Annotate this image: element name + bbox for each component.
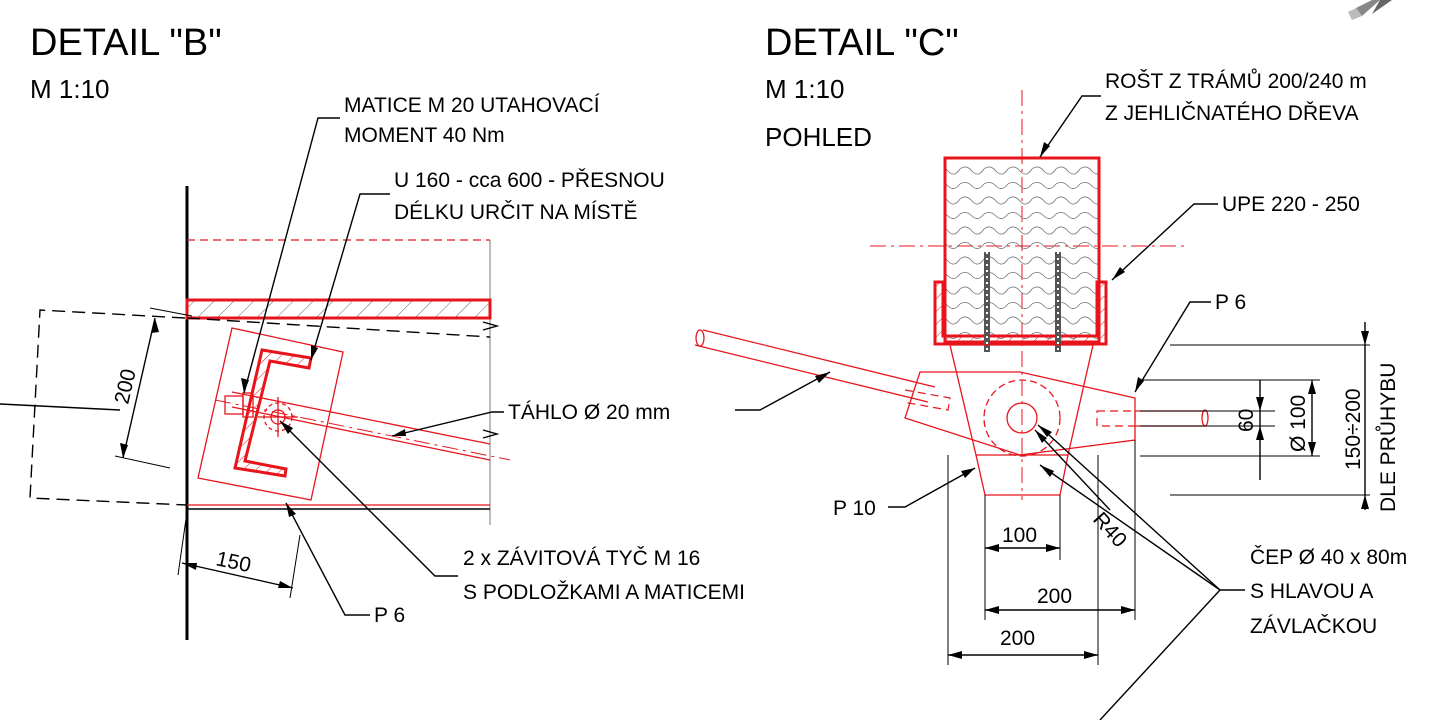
channel-u160 [233,348,313,478]
detail-c-scale: M 1:10 [765,74,845,104]
detail-b-scale: M 1:10 [30,74,110,104]
top-red-plate [185,298,492,320]
note-thread-line1: 2 x ZÁVITOVÁ TYČ M 16 [463,547,700,570]
dashed-beam-top [186,317,491,338]
note-channel-line1: U 160 - cca 600 - PŘESNOU [394,169,665,192]
pin-outer [983,379,1061,457]
ear-plate [904,371,1136,456]
note-beam-line1: ROŠT Z TRÁMŮ 200/240 m [1105,69,1367,93]
dim-200-upper: 200 [1037,585,1072,608]
note-pin-line2: S HLAVOU A [1250,580,1373,603]
plate-p6 [197,327,344,501]
note-thread-line2: S PODLOŽKAMI A MATICEMI [463,581,745,604]
dim-60: 60 [1235,409,1258,432]
corner-logo-icon [1348,0,1392,20]
upe-channel [933,280,1108,346]
pin-hole [1006,402,1038,434]
note-nut-line2: MOMENT 40 Nm [344,124,505,147]
dim-150-200: 150÷200 [1342,388,1365,470]
note-upe: UPE 220 - 250 [1222,193,1360,216]
note-rod: TÁHLO Ø 20 mm [508,401,670,424]
dim-r40: R40 [1088,508,1131,552]
note-p10: P 10 [833,497,876,520]
dim-deflection: DLE PRŮHYBU [1376,363,1400,512]
detail-c-view: POHLED [765,122,872,152]
detail-b-title: DETAIL "B" [30,22,222,64]
timber-beam [943,156,1101,344]
dim-d100: Ø 100 [1287,395,1310,452]
note-channel-line2: DÉLKU URČIT NA MÍSTĚ [394,201,638,224]
left-rod [694,329,936,403]
dim-200-lower: 200 [1000,627,1035,650]
dim-100-h: 100 [1002,524,1037,547]
note-nut-line1: MATICE M 20 UTAHOVACÍ [344,94,600,117]
note-beam-line2: Z JEHLIČNATÉHO DŘEVA [1105,102,1359,125]
detail-c-title: DETAIL "C" [765,22,959,64]
screws [984,252,1061,352]
detail-c: DETAIL "C" M 1:10 POHLED [694,22,1407,720]
dashed-outline [29,309,188,506]
right-rod [1135,410,1205,427]
dim-150: 150 [214,547,253,577]
note-pin-line3: ZÁVLAČKOU [1250,615,1377,638]
note-pin-line1: ČEP Ø 40 x 80m [1250,546,1407,569]
detail-b: DETAIL "B" M 1:10 [0,22,745,640]
note-plate-p6: P 6 [374,604,405,627]
note-p6-c: P 6 [1215,291,1246,314]
